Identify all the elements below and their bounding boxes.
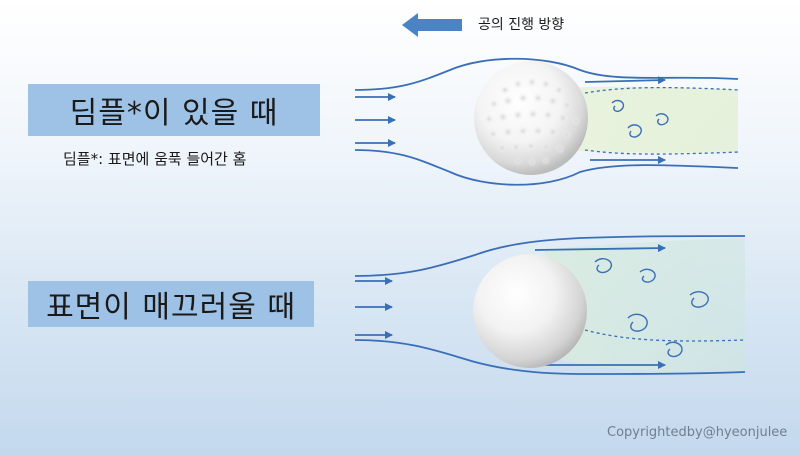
dimpled-title-box: 딤플*이 있을 때	[28, 84, 320, 136]
streamlines-dimpled	[354, 57, 739, 186]
wake-region-dimpled	[555, 86, 741, 155]
dimpled-title: 딤플*이 있을 때	[69, 96, 279, 131]
vortex-swirls-dimpled	[611, 99, 669, 138]
smooth-title-box: 표면이 매끄러울 때	[28, 281, 314, 327]
dimple-definition-note: 딤플*: 표면에 움푹 들어간 홈	[63, 150, 247, 168]
wake-region-smooth	[545, 238, 746, 372]
golf-ball-dimpled	[474, 61, 588, 175]
vortex-swirls-smooth	[594, 258, 709, 358]
direction-arrow-icon	[402, 13, 462, 37]
smooth-title: 표면이 매끄러울 때	[46, 290, 296, 325]
golf-ball-smooth	[473, 254, 587, 368]
streamlines-smooth	[354, 235, 746, 375]
direction-label: 공의 진행 방향	[478, 17, 565, 33]
copyright-credit: Copyrightedby@hyeonjulee	[607, 425, 788, 440]
